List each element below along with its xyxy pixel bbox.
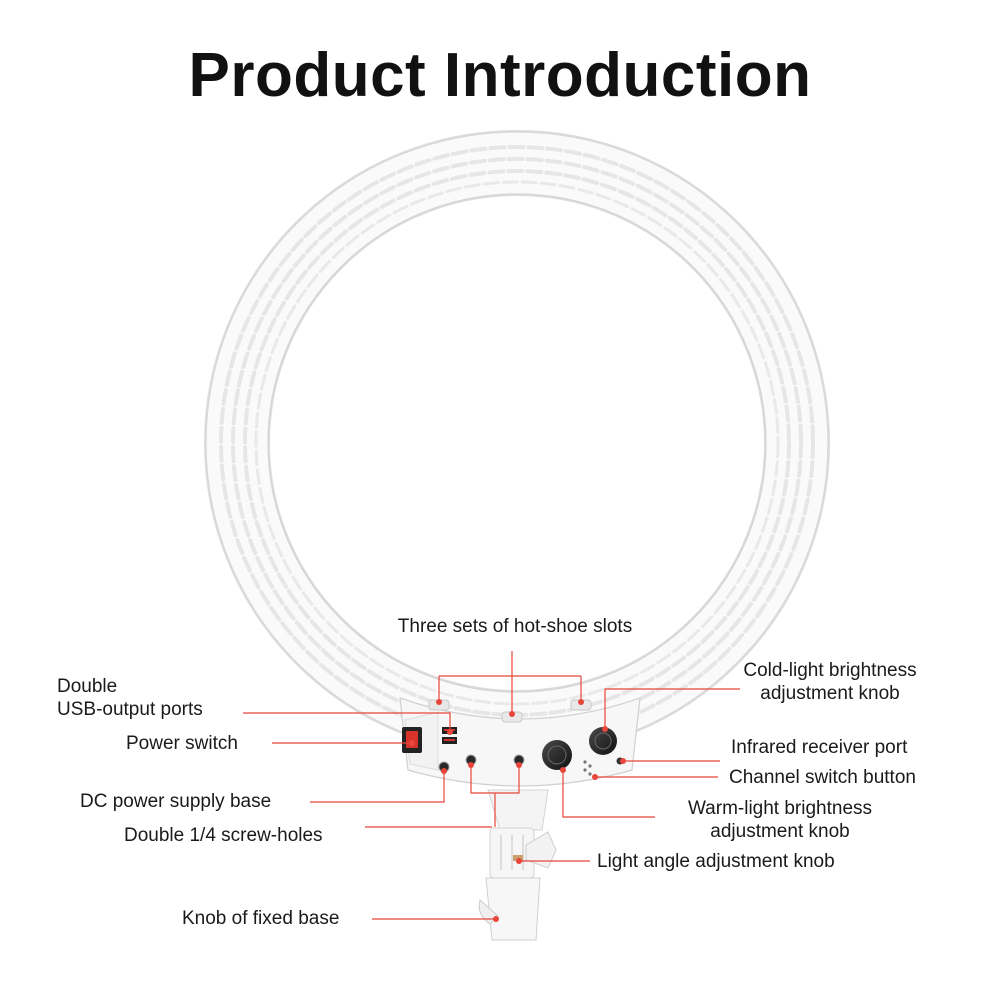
cold-light-label-line2: adjustment knob xyxy=(760,683,900,704)
usb-ports-label-line1: Double xyxy=(57,676,118,697)
warm-light-label-line1: Warm-light brightness xyxy=(687,798,873,819)
warm-light-knob xyxy=(542,740,572,770)
screw-holes-label: Double 1/4 screw-holes xyxy=(124,825,323,846)
angle-knob xyxy=(513,831,557,869)
usb-ports-label: Double USB-output ports xyxy=(57,675,203,721)
mount-bracket xyxy=(487,789,549,879)
leader-lines xyxy=(243,651,740,920)
light-angle-label: Light angle adjustment knob xyxy=(597,851,835,872)
leader-dots xyxy=(409,699,626,922)
page-title: Product Introduction xyxy=(188,41,812,110)
knob-fixed-base-label: Knob of fixed base xyxy=(182,908,340,929)
warm-light-label-line2: adjustment knob xyxy=(710,821,850,842)
cold-light-knob xyxy=(589,727,617,755)
hot-shoe-label: Three sets of hot-shoe slots xyxy=(397,616,633,637)
channel-switch-label: Channel switch button xyxy=(729,767,916,788)
dc-power-label: DC power supply base xyxy=(80,791,272,812)
cold-light-label: Cold-light brightness adjustment knob xyxy=(720,659,940,705)
warm-light-label: Warm-light brightness adjustment knob xyxy=(660,797,900,843)
usb-ports-label-line2: USB-output ports xyxy=(57,699,203,720)
power-switch-label: Power switch xyxy=(126,733,238,754)
infrared-label: Infrared receiver port xyxy=(731,737,908,758)
cold-light-label-line1: Cold-light brightness xyxy=(743,660,917,681)
screw-holes xyxy=(465,754,525,766)
base-clamp xyxy=(478,877,541,941)
channel-switch xyxy=(583,760,592,776)
